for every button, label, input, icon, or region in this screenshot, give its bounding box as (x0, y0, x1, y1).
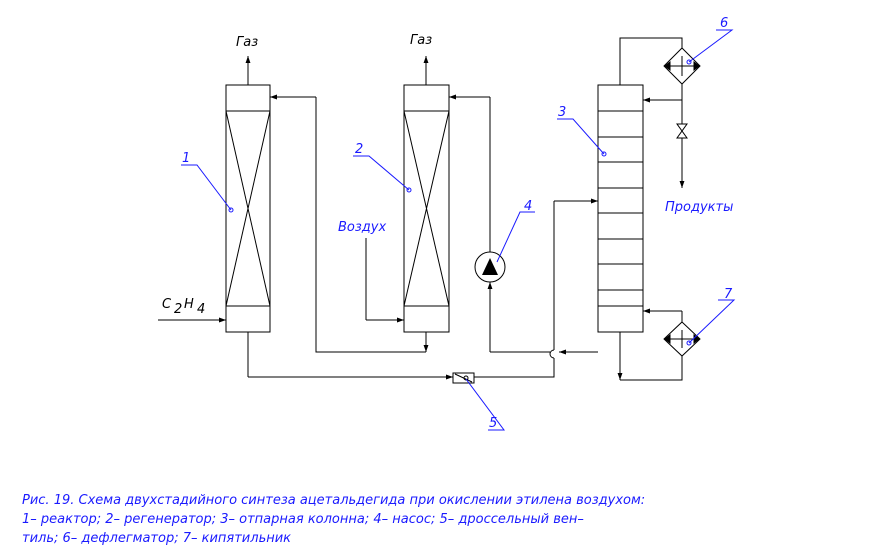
callout-leaders (181, 29, 736, 431)
air-label: Воздух (338, 220, 386, 235)
products-label: Продукты (665, 200, 733, 215)
pump-4 (474, 251, 506, 283)
pipelines (158, 37, 685, 381)
callout-1: 1 (182, 151, 190, 166)
c2h4-sub4: 4 (197, 302, 205, 317)
c2h4-sub2: 2 (174, 302, 182, 317)
caption-line-1: Рис. 19. Схема двухстадийного синтеза ац… (22, 493, 646, 508)
c2h4-c: C (162, 297, 172, 312)
callout-2: 2 (355, 142, 363, 157)
ethylene-label: C 2 H 4 (162, 297, 205, 317)
c2h4-h: H (184, 297, 194, 312)
callout-5: 5 (489, 416, 497, 431)
callout-6: 6 (720, 16, 728, 31)
callout-3: 3 (558, 105, 566, 120)
figure-caption: Рис. 19. Схема двухстадийного синтеза ац… (22, 491, 884, 548)
gas-label-left: Газ (236, 35, 258, 50)
caption-line-2: 1– реактор; 2– регенератор; 3– отпарная … (22, 512, 584, 527)
throttle-valve-5 (452, 372, 475, 384)
process-flow-diagram: Газ Газ Воздух Продукты C 2 H 4 1 2 3 4 … (158, 16, 736, 431)
caption-line-3: тиль; 6– дефлегматор; 7– кипятильник (22, 531, 292, 546)
dephlegmator-6 (663, 47, 701, 85)
gas-label-right: Газ (410, 33, 432, 48)
callout-4: 4 (524, 199, 532, 214)
boiler-7 (663, 321, 701, 357)
product-valve (676, 123, 688, 139)
stripping-column-3 (597, 84, 644, 333)
regenerator-2 (403, 84, 450, 333)
callout-7: 7 (724, 287, 733, 302)
